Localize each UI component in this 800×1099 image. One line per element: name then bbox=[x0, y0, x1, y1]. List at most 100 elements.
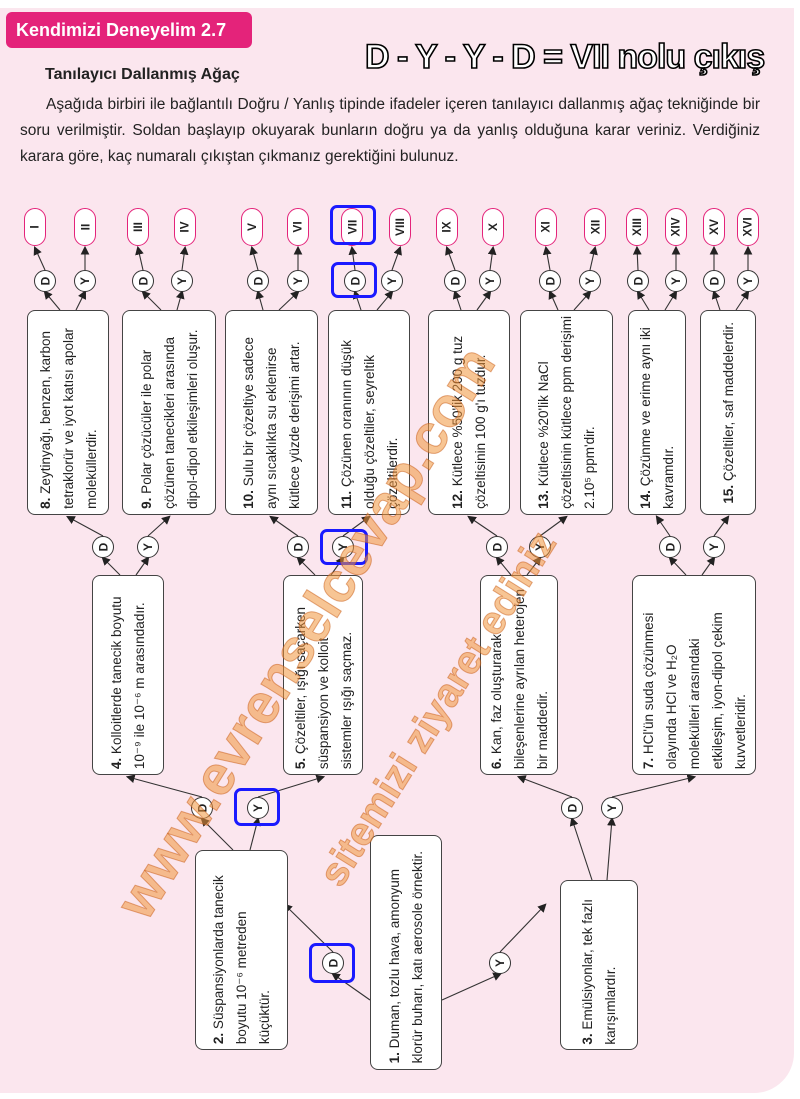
tree-arrow bbox=[499, 903, 547, 953]
exit-label: IX bbox=[436, 208, 458, 246]
tree-arrow bbox=[249, 245, 259, 271]
false-choice-circle: Y bbox=[247, 797, 269, 819]
exit-numeral: XII bbox=[587, 219, 602, 235]
exit-label: VIII bbox=[389, 208, 411, 246]
tree-arrow bbox=[569, 816, 593, 881]
tree-arrow bbox=[573, 290, 592, 311]
true-choice-circle: D bbox=[92, 536, 114, 558]
statement-text: 7. HCl'ün suda çözünmesi olayında HCl ve… bbox=[637, 581, 752, 769]
statement-box: 1. Duman, tozlu hava, amonyum klorür buh… bbox=[370, 835, 442, 1070]
exit-label: III bbox=[127, 208, 149, 246]
tree-arrow bbox=[516, 775, 573, 798]
statement-number: 3. bbox=[580, 1033, 595, 1045]
statement-number: 7. bbox=[640, 757, 656, 770]
tree-arrow bbox=[441, 972, 503, 1001]
tree-arrow bbox=[487, 245, 497, 271]
exit-numeral: X bbox=[485, 222, 500, 232]
choice-letter: Y bbox=[174, 276, 189, 286]
exit-numeral: XVI bbox=[741, 217, 755, 237]
tree-arrow bbox=[589, 245, 598, 271]
statement-text: 9. Polar çözücüler ile polar çözünen tan… bbox=[135, 316, 204, 509]
section-tag: Kendimizi Deneyelim 2.7 bbox=[6, 12, 252, 48]
false-choice-circle: Y bbox=[601, 797, 623, 819]
statement-number: 2. bbox=[211, 1032, 226, 1045]
choice-letter: Y bbox=[384, 276, 399, 286]
statement-body: Kütlece %50'lik 200 g tuz çözeltisinin 1… bbox=[450, 335, 488, 509]
answer-path-highlight bbox=[331, 262, 377, 298]
exit-label: XII bbox=[584, 208, 606, 246]
choice-letter: D bbox=[564, 803, 579, 813]
statement-text: 11. Çözünen oranının düşük olduğu çözelt… bbox=[335, 316, 404, 509]
exit-label: VI bbox=[287, 208, 309, 246]
statement-number: 8. bbox=[37, 497, 53, 509]
answer-annotation: D - Y - Y - D = VII nolu çıkış bbox=[364, 37, 766, 77]
false-choice-circle: Y bbox=[381, 270, 403, 292]
tree-arrow bbox=[539, 515, 568, 537]
statement-number: 5. bbox=[292, 757, 308, 770]
statement-body: Sulu bir çözeltiye sadece aynı sıcaklıkt… bbox=[241, 337, 302, 509]
choice-letter: D bbox=[194, 803, 209, 813]
exit-label: X bbox=[482, 208, 504, 246]
true-choice-circle: D bbox=[486, 536, 508, 558]
false-choice-circle: Y bbox=[287, 270, 309, 292]
false-choice-circle: Y bbox=[529, 536, 551, 558]
statement-number: 4. bbox=[109, 757, 124, 770]
statement-body: Duman, tozlu hava, amonyum klorür buharı… bbox=[387, 850, 425, 1064]
choice-letter: D bbox=[542, 276, 557, 286]
choice-letter: D bbox=[447, 276, 462, 286]
choice-letter: Y bbox=[740, 276, 755, 286]
exit-label: II bbox=[74, 208, 96, 246]
tree-arrow bbox=[548, 289, 559, 311]
statement-box: 6. Kan, faz oluşturarak bileşenlerine ay… bbox=[480, 575, 558, 775]
choice-letter: D bbox=[135, 276, 150, 286]
tree-arrow bbox=[342, 515, 371, 537]
false-choice-circle: Y bbox=[703, 536, 725, 558]
choice-letter: Y bbox=[706, 542, 721, 552]
statement-body: HCl'ün suda çözünmesi olayında HCl ve H₂… bbox=[640, 612, 748, 770]
statement-text: 15. Çözeltiler, saf maddelerdir. bbox=[717, 322, 740, 504]
true-choice-circle: D bbox=[539, 270, 561, 292]
statement-body: Zeytinyağı, benzen, karbon tetraklorür v… bbox=[37, 328, 99, 509]
statement-body: Süspansiyonlarda tanecik boyutu 10⁻⁶ met… bbox=[211, 875, 272, 1045]
statement-number: 1. bbox=[387, 1051, 402, 1064]
choice-letter: Y bbox=[492, 958, 507, 968]
choice-letter: D bbox=[489, 542, 504, 552]
false-choice-circle: Y bbox=[171, 270, 193, 292]
tree-arrow bbox=[542, 245, 552, 271]
statement-body: Çözünen oranının düşük olduğu çözeltiler… bbox=[338, 340, 400, 509]
tree-arrow bbox=[668, 556, 687, 576]
choice-letter: Y bbox=[140, 542, 155, 552]
statement-box: 13. Kütlece %20'lik NaCl çözeltisinin kü… bbox=[520, 310, 613, 515]
choice-letter: Y bbox=[668, 276, 683, 286]
statement-body: Kütlece %20'lik NaCl çözeltisinin kütlec… bbox=[536, 316, 597, 509]
statement-number: 11. bbox=[338, 490, 354, 509]
statement-box: 5. Çözeltiler, ışığı saçarken süspansiyo… bbox=[283, 575, 363, 775]
statement-box: 2. Süspansiyonlarda tanecik boyutu 10⁻⁶ … bbox=[195, 850, 288, 1050]
statement-number: 12. bbox=[450, 490, 465, 509]
tree-arrow bbox=[701, 556, 716, 576]
statement-text: 6. Kan, faz oluşturarak bileşenlerine ay… bbox=[485, 581, 554, 769]
true-choice-circle: D bbox=[132, 270, 154, 292]
true-choice-circle: D bbox=[34, 270, 56, 292]
exit-numeral: XIII bbox=[629, 217, 644, 237]
false-choice-circle: Y bbox=[74, 270, 96, 292]
statement-body: Kolloitlerde tanecik boyutu 10⁻⁹ ile 10⁻… bbox=[109, 596, 147, 770]
false-choice-circle: Y bbox=[332, 536, 354, 558]
statement-body: Polar çözücüler ile polar çözünen taneci… bbox=[138, 329, 200, 509]
true-choice-circle: D bbox=[344, 270, 366, 292]
statement-text: 13. Kütlece %20'lik NaCl çözeltisinin kü… bbox=[532, 316, 601, 509]
answer-path-highlight bbox=[234, 788, 280, 826]
statement-text: 10. Sulu bir çözeltiye sadece aynı sıcak… bbox=[237, 316, 306, 509]
choice-letter: D bbox=[95, 542, 110, 552]
statement-box: 12. Kütlece %50'lik 200 g tuz çözeltisin… bbox=[428, 310, 510, 515]
tree-arrow bbox=[632, 245, 642, 271]
exit-label: XIV bbox=[665, 208, 687, 246]
exit-label: XVI bbox=[737, 208, 759, 246]
exit-numeral: I bbox=[28, 225, 42, 229]
exit-numeral: VIII bbox=[392, 217, 407, 237]
true-choice-circle: D bbox=[659, 536, 681, 558]
statement-text: 8. Zeytinyağı, benzen, karbon tetraklorü… bbox=[34, 316, 103, 509]
true-choice-circle: D bbox=[191, 797, 213, 819]
statement-text: 3. Emülsiyonlar, tek fazlı karışımlardır… bbox=[576, 885, 622, 1045]
